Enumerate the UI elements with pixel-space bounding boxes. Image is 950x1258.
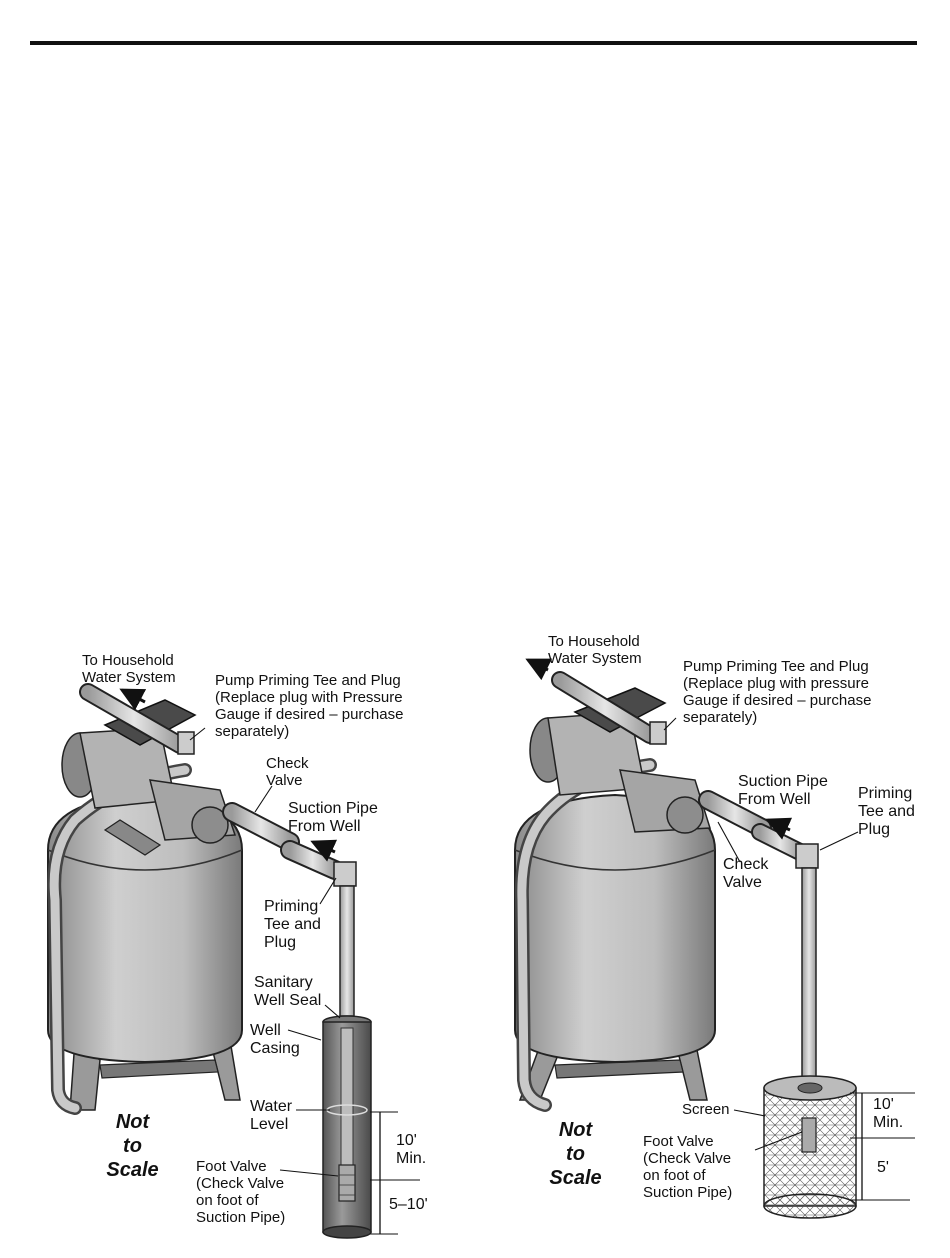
header-rule [30, 41, 917, 45]
label-priming-tee: Priming Tee and Plug [858, 785, 915, 838]
diagram-artwork [47, 658, 915, 1239]
foot-valve [338, 1164, 356, 1202]
priming-tee [333, 861, 357, 887]
not-to-scale-left: Not to Scale [106, 1111, 159, 1181]
label-foot-valve: Foot Valve (Check Valve on foot of Sucti… [643, 1133, 733, 1201]
right-pump-system [514, 658, 915, 1219]
suction-pipe-horizontal [753, 825, 807, 859]
suction-pipe-vertical [801, 867, 817, 1089]
label-suction-pipe: Suction Pipe From Well [288, 800, 378, 835]
not-to-scale-right: Not to Scale [549, 1119, 602, 1189]
flow-arrow [765, 817, 793, 840]
pump-installation-diagrams: To Household Water System Pump Priming T… [0, 600, 950, 1258]
label-dimension-5: 5' [877, 1159, 889, 1176]
pressure-tank [514, 793, 716, 1064]
label-screen: Screen [682, 1101, 730, 1118]
flow-arrow [310, 839, 338, 862]
label-sanitary-well-seal: Sanitary Well Seal [254, 974, 322, 1009]
label-dimension-10-min: 10' Min. [396, 1132, 427, 1167]
flow-arrow [525, 658, 553, 681]
label-check-valve: Check Valve [266, 755, 309, 789]
label-well-casing: Well Casing [250, 1022, 300, 1057]
label-suction-pipe: Suction Pipe From Well [738, 773, 828, 808]
label-priming-tee: Priming Tee and Plug [264, 898, 321, 951]
label-household-water-system: To Household Water System [548, 633, 642, 667]
pump-priming-tee [649, 721, 667, 745]
label-pump-priming-tee-plug: Pump Priming Tee and Plug (Replace plug … [215, 672, 404, 740]
left-pump-system [47, 683, 420, 1239]
label-household-water-system: To Household Water System [82, 652, 176, 686]
pump-priming-tee [177, 731, 195, 755]
foot-valve [801, 1117, 817, 1153]
tank-leg-brace [99, 1059, 219, 1079]
household-pipe [553, 673, 657, 742]
check-valve [224, 804, 298, 850]
label-dimension-5-10: 5–10' [389, 1196, 428, 1213]
priming-tee [795, 843, 819, 869]
label-water-level: Water Level [250, 1098, 293, 1133]
suction-pipe-horizontal [282, 842, 343, 878]
label-check-valve: Check Valve [723, 856, 769, 891]
label-pump-priming-tee-plug: Pump Priming Tee and Plug (Replace plug … [683, 658, 872, 726]
check-valve [700, 792, 770, 836]
flow-arrow [119, 688, 147, 711]
label-foot-valve: Foot Valve (Check Valve on foot of Sucti… [196, 1158, 286, 1226]
household-pipe [81, 685, 187, 752]
suction-pipe-vertical [339, 885, 355, 1017]
label-dimension-10-min: 10' Min. [873, 1096, 904, 1131]
